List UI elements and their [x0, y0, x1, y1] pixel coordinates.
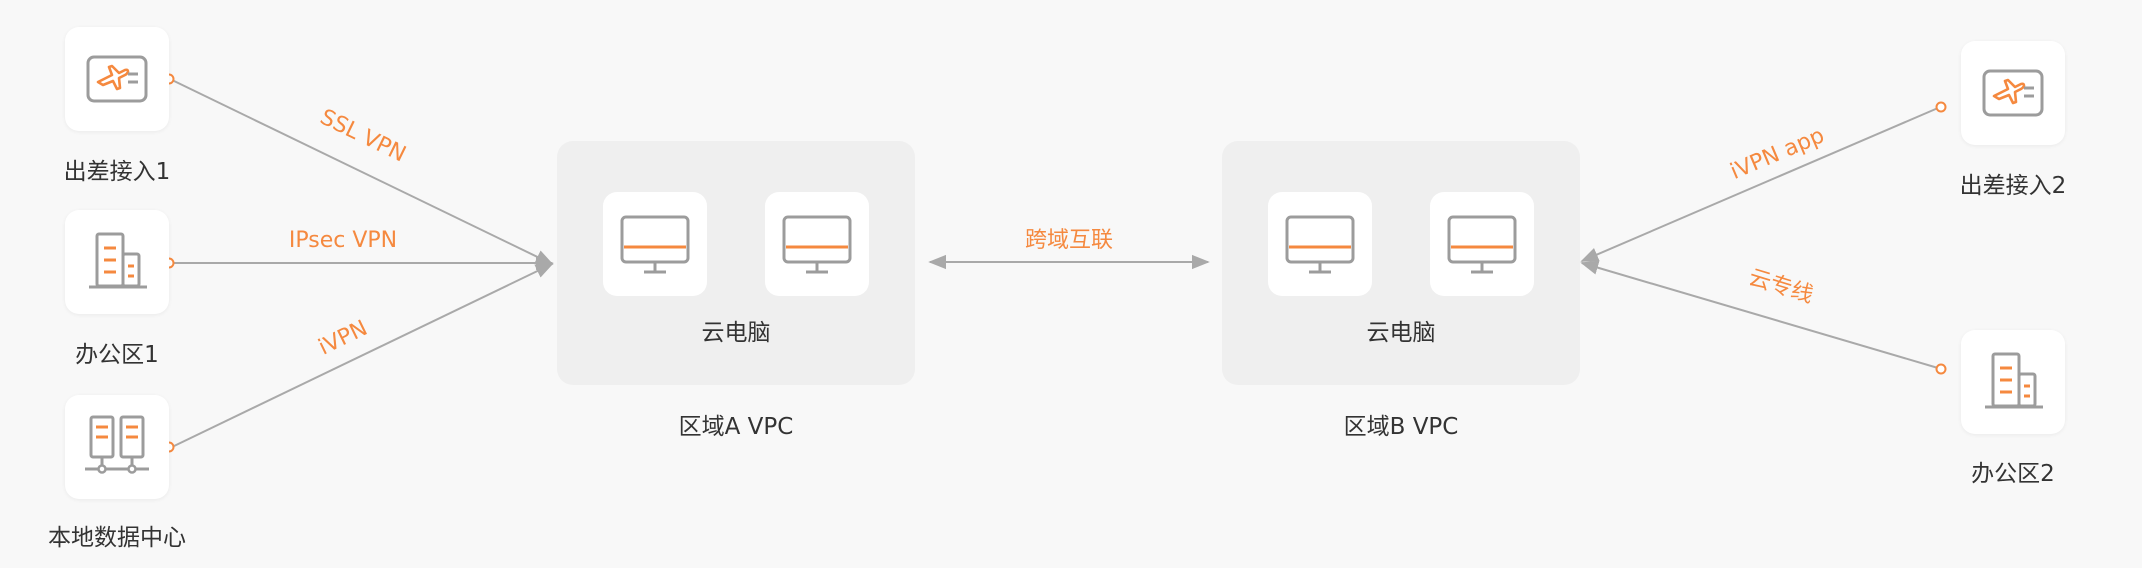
- connection-label-ivpn: iVPN: [315, 316, 372, 361]
- node-label-business-travel-1: 出差接入1: [63, 159, 171, 185]
- monitor-icon: [782, 215, 852, 274]
- connection-label-ssl-vpn: SSL VPN: [316, 105, 410, 168]
- cloud-desktop-b-1[interactable]: [1268, 192, 1372, 296]
- server-rack-icon: [85, 415, 149, 474]
- airplane-ticket-icon: [1982, 69, 2044, 117]
- business-travel-access-1-tile[interactable]: [65, 27, 169, 131]
- vpc-b-panel-label: 云电脑: [1366, 320, 1436, 346]
- cloud-desktop-b-2[interactable]: [1430, 192, 1534, 296]
- airplane-ticket-icon: [86, 55, 148, 103]
- monitor-icon: [1447, 215, 1517, 274]
- local-data-center-tile[interactable]: [65, 395, 169, 499]
- connection-line-ivpn: [171, 263, 554, 448]
- monitor-icon: [1285, 215, 1355, 274]
- vpc-a-panel[interactable]: 云电脑: [557, 141, 915, 385]
- business-travel-access-2-tile[interactable]: [1961, 41, 2065, 145]
- node-label-local-data-center: 本地数据中心: [48, 525, 186, 551]
- connection-line-cloud-private-line: [1580, 260, 1939, 369]
- office-area-1-tile[interactable]: [65, 210, 169, 314]
- vpc-b-panel[interactable]: 云电脑: [1222, 141, 1580, 385]
- connector-dot: [1935, 363, 1947, 375]
- node-label-office-2: 办公区2: [1971, 461, 2055, 487]
- connection-line-ssl-vpn: [171, 79, 554, 265]
- vpc-a-label: 区域A VPC: [678, 414, 794, 440]
- interconnect-label: 跨域互联: [1025, 228, 1113, 253]
- office-building-icon: [89, 232, 147, 289]
- cloud-desktop-a-2[interactable]: [765, 192, 869, 296]
- monitor-icon: [620, 215, 690, 274]
- connection-line-ivpn-app: [1580, 107, 1939, 262]
- cloud-desktop-a-1[interactable]: [603, 192, 707, 296]
- office-building-icon: [1985, 352, 2043, 409]
- connector-dot: [1935, 101, 1947, 113]
- node-label-office-1: 办公区1: [75, 342, 159, 368]
- vpc-b-label: 区域B VPC: [1343, 414, 1459, 440]
- vpc-a-panel-label: 云电脑: [701, 320, 771, 346]
- connection-label-ipsec-vpn: IPsec VPN: [289, 228, 397, 253]
- connection-label-cloud-private-line: 云专线: [1746, 265, 1816, 308]
- office-area-2-tile[interactable]: [1961, 330, 2065, 434]
- connection-label-ivpn-app: iVPN app: [1727, 123, 1828, 185]
- node-label-business-travel-2: 出差接入2: [1959, 173, 2067, 199]
